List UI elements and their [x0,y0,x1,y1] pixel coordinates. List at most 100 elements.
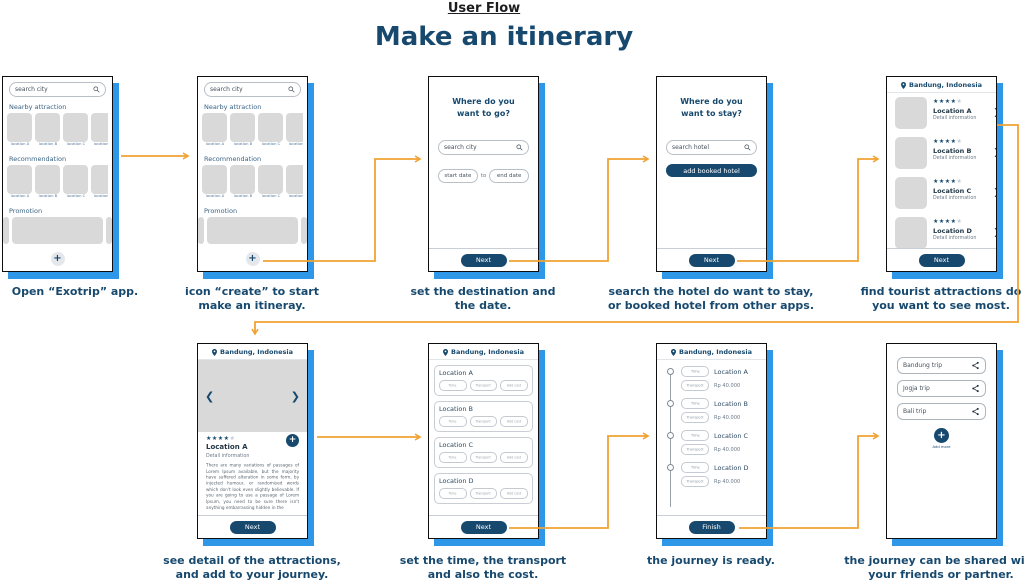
trip-item[interactable]: Jogja trip [897,380,986,397]
attraction-list-item[interactable]: ★★★★★ Location C Detail information ❯ [887,173,996,213]
attraction-name: Location A [206,443,248,451]
attraction-thumbnail[interactable] [202,113,227,142]
cost-input[interactable]: Add cost [500,488,529,499]
create-button[interactable]: + [245,252,260,266]
wireframe-home-2: search city Nearby attraction location A… [197,76,308,272]
time-pill[interactable]: Time [681,462,709,473]
transport-pill[interactable]: Transport [681,412,709,423]
create-button[interactable]: + [50,252,65,266]
chevron-right-icon[interactable]: ❯ [290,389,300,403]
transport-pill[interactable]: Transport [681,380,709,391]
cost-input[interactable]: Add cost [500,380,529,391]
recommendation-row: location A location B location C locatio… [202,165,303,201]
cost-value: Rp 40.000 [714,478,741,485]
time-select[interactable]: Time [439,380,467,391]
cost-input[interactable]: Add cost [500,416,529,427]
chevron-right-icon[interactable]: ❯ [993,228,996,238]
detail-label: Detail information [206,453,250,459]
cost-value: Rp 40.000 [714,414,741,421]
promotion-banner[interactable] [12,217,103,244]
transport-select[interactable]: Transport [469,452,498,463]
attraction-thumbnail[interactable] [202,165,227,194]
add-more-button[interactable]: + [934,428,949,443]
chevron-right-icon[interactable]: ❯ [993,148,996,158]
attraction-list-item[interactable]: ★★★★★ Location D Detail information ❯ [887,213,996,253]
attraction-thumbnail[interactable] [258,113,283,142]
attraction-thumbnail[interactable] [7,113,32,142]
promotion-banner-edge [106,217,112,244]
timeline-node [667,368,674,375]
attraction-name: Location D [933,227,972,235]
attraction-thumbnail[interactable] [63,113,88,142]
chevron-right-icon[interactable]: ❯ [993,188,996,198]
step-caption-2: icon “create” to start make an itineray. [185,285,319,312]
attraction-label: location A [10,142,29,147]
next-button[interactable]: Next [918,253,965,267]
search-placeholder: search city [444,144,477,151]
attraction-list-item[interactable]: ★★★★★ Location B Detail information ❯ [887,133,996,173]
time-select[interactable]: Time [439,488,467,499]
time-select[interactable]: Time [439,416,467,427]
step-caption-6: see detail of the attractions, and add t… [163,554,341,581]
attraction-photo [895,177,927,209]
attraction-name: Location C [933,187,972,195]
add-to-journey-button[interactable]: + [286,434,299,447]
search-input[interactable]: search city [204,82,301,97]
add-booked-hotel-button[interactable]: add booked hotel [666,164,757,177]
promotion-banner-edge [301,217,307,244]
transport-select[interactable]: Transport [469,488,498,499]
promotion-banner[interactable] [207,217,298,244]
attraction-list-item[interactable]: ★★★★★ Location A Detail information ❯ [887,93,996,133]
share-icon[interactable] [971,407,980,416]
search-input[interactable]: search city [9,82,106,97]
trip-item[interactable]: Bandung trip [897,357,986,374]
attraction-thumbnail[interactable] [286,113,303,142]
next-button[interactable]: Next [460,520,507,534]
time-select[interactable]: Time [439,452,467,463]
attraction-thumbnail[interactable] [230,113,255,142]
recommendation-row: location A location B location C locatio… [7,165,108,201]
chevron-right-icon[interactable]: ❯ [993,108,996,118]
next-button[interactable]: Next [460,253,507,267]
cost-input[interactable]: Add cost [500,452,529,463]
nearby-attraction-row: location A location B location C locatio… [7,113,108,149]
end-date-input[interactable]: end date [489,169,529,183]
location-name: Location A [439,369,474,377]
promotion-carousel [198,217,307,244]
attraction-thumbnail[interactable] [63,165,88,194]
trip-item[interactable]: Bali trip [897,403,986,420]
attraction-thumbnail[interactable] [35,165,60,194]
attraction-thumbnail[interactable] [35,113,60,142]
attraction-thumbnail[interactable] [91,113,108,142]
location-header: Bandung, Indonesia [657,344,766,360]
attraction-thumbnail[interactable] [91,165,108,194]
attraction-thumbnail[interactable] [286,165,303,194]
time-pill[interactable]: Time [681,430,709,441]
time-pill[interactable]: Time [681,398,709,409]
search-hotel-input[interactable]: search hotel [666,140,757,155]
attraction-thumbnail[interactable] [230,165,255,194]
search-city-input[interactable]: search city [438,140,529,155]
step-caption-8: the journey is ready. [647,554,775,567]
start-date-input[interactable]: start date [438,169,478,183]
attraction-thumbnail[interactable] [7,165,32,194]
location-header: Bandung, Indonesia [887,77,996,93]
time-pill[interactable]: Time [681,366,709,377]
transport-select[interactable]: Transport [469,380,498,391]
attraction-photo [895,97,927,129]
cost-value: Rp 40.000 [714,382,741,389]
transport-pill[interactable]: Transport [681,444,709,455]
next-button[interactable]: Next [688,253,735,267]
search-icon [744,144,751,151]
share-icon[interactable] [971,361,980,370]
transport-select[interactable]: Transport [469,416,498,427]
attraction-name: Location A [933,107,972,115]
chevron-left-icon[interactable]: ❮ [205,389,215,403]
finish-button[interactable]: Finish [688,520,735,534]
share-icon[interactable] [971,384,980,393]
location-name: Location B [439,405,474,413]
attraction-thumbnail[interactable] [258,165,283,194]
next-button[interactable]: Next [229,520,276,534]
transport-pill[interactable]: Transport [681,476,709,487]
step-caption-7: set the time, the transport and also the… [399,554,567,581]
